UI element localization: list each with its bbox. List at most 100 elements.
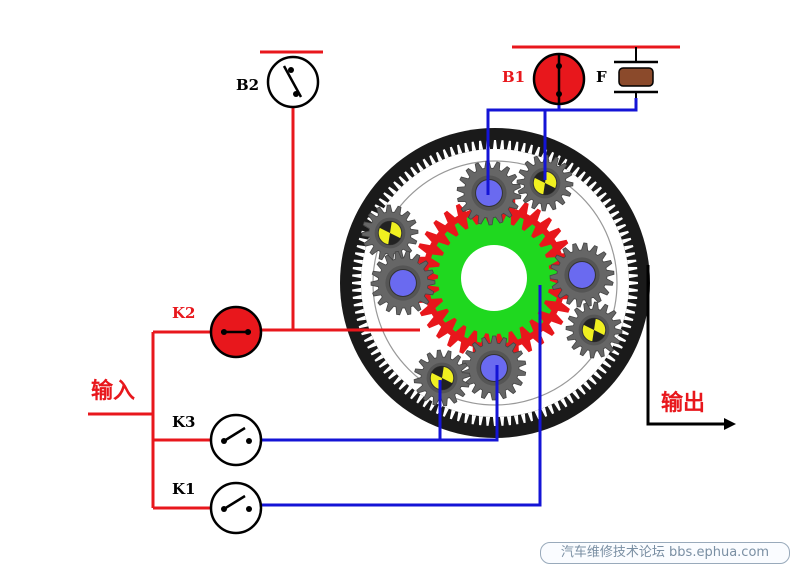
ring-tooth (388, 186, 397, 195)
ring-tooth (583, 176, 592, 185)
planet-gear-blue (549, 242, 615, 308)
ring-tooth (506, 140, 512, 150)
f-one-way-clutch (614, 47, 658, 98)
ring-tooth (378, 360, 388, 368)
ring-tooth (628, 266, 638, 272)
ring-tooth (429, 155, 436, 165)
ring-tooth (354, 308, 365, 314)
ring-tooth (410, 166, 418, 176)
ring-tooth (623, 245, 634, 251)
ring-tooth (352, 280, 361, 286)
ring-tooth (352, 294, 362, 300)
sun-gear-bore (461, 245, 527, 311)
ring-tooth (520, 142, 526, 153)
ring-tooth (577, 171, 586, 181)
planet-gear-yellow (565, 301, 623, 359)
planet-gear-blue (461, 335, 527, 401)
ring-tooth (492, 140, 498, 149)
b1-to-carrier-line (486, 98, 638, 195)
ring-tooth (554, 401, 561, 411)
ring-tooth (356, 245, 367, 251)
ring-tooth (588, 376, 597, 385)
ring-tooth (619, 230, 629, 237)
ring-tooth (398, 381, 407, 390)
k3-to-carrier-line (260, 365, 499, 442)
ring-tooth (393, 376, 402, 385)
ring-tooth (593, 186, 602, 195)
ring-tooth (602, 198, 612, 206)
b1-brake (532, 52, 586, 106)
blue-wiring (260, 98, 638, 507)
ring-tooth (583, 381, 592, 390)
k3-label: K3 (172, 413, 195, 431)
ring-tooth (527, 144, 533, 155)
ring-tooth (442, 149, 449, 159)
ring-tooth (398, 176, 407, 185)
ring-tooth (613, 217, 623, 224)
ring-tooth (628, 294, 638, 300)
f-label: F (596, 68, 607, 86)
ring-tooth (416, 394, 424, 404)
ring-tooth (534, 146, 541, 157)
k1-clutch (209, 481, 263, 535)
ring-tooth (606, 204, 616, 212)
output-shaft (646, 265, 736, 430)
ring-tooth (566, 162, 574, 172)
ring-tooth (621, 237, 632, 244)
ring-tooth (422, 398, 430, 408)
ring-tooth (404, 385, 413, 395)
ring-tooth (623, 315, 634, 321)
b1-label: B1 (502, 68, 525, 86)
ring-tooth (370, 348, 380, 356)
ring-tooth (404, 171, 413, 181)
ring-tooth (588, 181, 597, 190)
ring-tooth (416, 162, 424, 172)
ring-tooth (593, 371, 602, 380)
ring-tooth (610, 210, 620, 218)
b2-brake (266, 55, 320, 109)
ring-tooth (513, 415, 519, 425)
ring-tooth (541, 407, 548, 417)
input-wiring (88, 45, 680, 510)
k1-to-sun-line (260, 285, 542, 507)
ring-tooth (577, 385, 586, 395)
ring-tooth (572, 166, 580, 176)
ring-tooth (602, 360, 612, 368)
ring-tooth (388, 371, 397, 380)
planet-gears (361, 154, 623, 407)
ring-tooth (353, 259, 363, 265)
ring-tooth (628, 273, 638, 279)
k3-clutch (209, 413, 263, 467)
ring-tooth (520, 413, 526, 424)
ring-tooth (625, 308, 636, 314)
ring-tooth (383, 365, 393, 374)
forum-watermark: 汽车维修技术论坛 bbs.ephua.com (540, 542, 790, 564)
ring-tooth (627, 301, 637, 307)
ring-tooth (449, 409, 456, 420)
ring-tooth (566, 394, 574, 404)
ring-tooth (353, 301, 363, 307)
ring-tooth (442, 407, 449, 417)
ring-tooth (471, 415, 477, 425)
k2-label: K2 (172, 304, 195, 322)
ring-tooth (383, 192, 393, 201)
ring-tooth (393, 181, 402, 190)
ring-tooth (464, 142, 470, 153)
ring-tooth (352, 266, 362, 272)
ring-tooth (572, 390, 580, 400)
ring-tooth (506, 416, 512, 426)
output-arrow-icon (724, 418, 736, 430)
ring-tooth (547, 151, 555, 162)
ring-tooth (547, 404, 555, 415)
ring-tooth (597, 192, 607, 201)
output-label: 输出 (661, 390, 705, 416)
planet-gear-yellow (413, 349, 471, 407)
ring-tooth (358, 322, 369, 329)
ring-tooth (363, 335, 374, 343)
ring-tooth (435, 151, 443, 162)
ring-tooth (513, 141, 519, 151)
ring-tooth (374, 354, 384, 362)
ring-tooth (378, 198, 388, 206)
ring-tooth (356, 315, 367, 321)
